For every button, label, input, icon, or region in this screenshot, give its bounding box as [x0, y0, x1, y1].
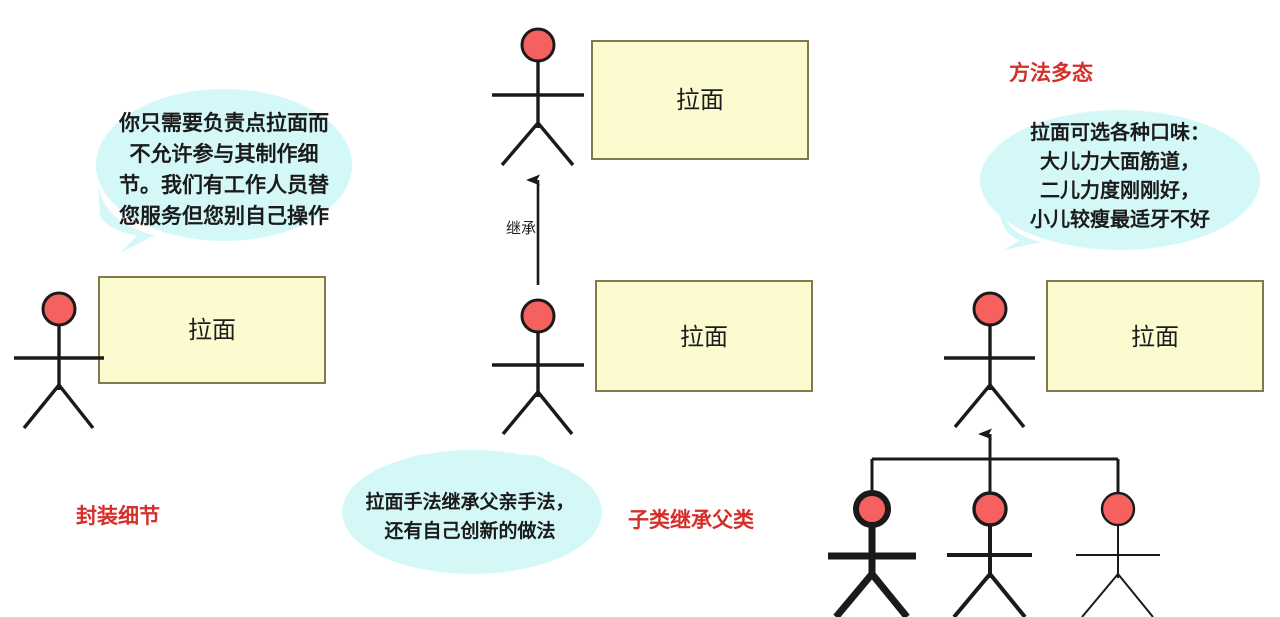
encapsulation-ramen-box — [98, 276, 326, 384]
inheritance-caption: 子类继承父类 — [628, 508, 755, 532]
polymorphism-parent-figure — [944, 323, 1035, 429]
encapsulation-bubble-line-3: 节。我们有工作人员替 — [119, 173, 329, 197]
polymorphism-child-head-icon-thick — [853, 490, 891, 528]
polymorphism-child-head-icon-medium — [972, 491, 1008, 527]
encapsulation-speech-bubble — [96, 89, 352, 253]
inheritance-parent-box-label: 拉面 — [676, 86, 724, 114]
polymorphism-child-figure-medium — [947, 523, 1032, 617]
encapsulation-bubble-line-1: 你只需要负责点拉面而 — [118, 111, 329, 135]
inheritance-child-head-icon — [520, 298, 556, 334]
polymorphism-ramen-box-label: 拉面 — [1131, 323, 1179, 351]
encapsulation-bubble-line-4: 您服务但您别自己操作 — [119, 204, 329, 228]
encapsulation-ramen-box-label: 拉面 — [188, 316, 236, 344]
panel-inheritance: 拉面 继承 拉面 — [342, 27, 813, 574]
inheritance-arrow-label: 继承 — [506, 219, 536, 237]
encapsulation-caption: 封装细节 — [76, 504, 160, 528]
panel-encapsulation: 你只需要负责点拉面而 不允许参与其制作细 节。我们有工作人员替 您服务但您别自己… — [14, 89, 352, 528]
encapsulation-stick-figure — [14, 323, 104, 430]
inheritance-bubble-line-1: 拉面手法继承父亲手法， — [365, 490, 574, 513]
polymorphism-bubble-line-4: 小儿较瘦最适牙不好 — [1030, 207, 1210, 231]
polymorphism-child-head-icon-thin — [1100, 491, 1136, 527]
panel-polymorphism: 方法多态 拉面可选各种口味： 大儿力大面筋道， 二儿力度刚刚好， 小儿较瘦最适牙… — [828, 61, 1264, 617]
inheritance-child-figure — [492, 330, 584, 436]
polymorphism-bubble-line-2: 大儿力大面筋道， — [1040, 149, 1200, 173]
inheritance-child-box — [595, 280, 813, 392]
polymorphism-speech-bubble — [980, 110, 1260, 250]
polymorphism-bubble-line-1: 拉面可选各种口味： — [1030, 120, 1210, 144]
polymorphism-caption: 方法多态 — [1009, 61, 1093, 85]
inheritance-parent-box — [591, 40, 809, 160]
encapsulation-bubble-line-2: 不允许参与其制作细 — [130, 142, 319, 166]
polymorphism-bubble-line-3: 二儿力度刚刚好， — [1040, 178, 1200, 202]
polymorphism-parent-head-icon — [972, 291, 1008, 327]
inheritance-parent-figure — [492, 59, 584, 167]
polymorphism-child-figure-thick — [828, 523, 916, 617]
inheritance-child-box-label: 拉面 — [680, 323, 728, 351]
polymorphism-child-figure-thin — [1076, 523, 1160, 617]
polymorphism-ramen-box — [1046, 280, 1264, 392]
polymorphism-generalization-connector — [870, 428, 1120, 492]
inheritance-parent-head-icon — [520, 27, 556, 63]
inheritance-bubble-line-2: 还有自己创新的做法 — [383, 519, 555, 542]
encapsulation-figure-head-icon — [41, 291, 77, 327]
inheritance-speech-bubble — [342, 450, 602, 574]
